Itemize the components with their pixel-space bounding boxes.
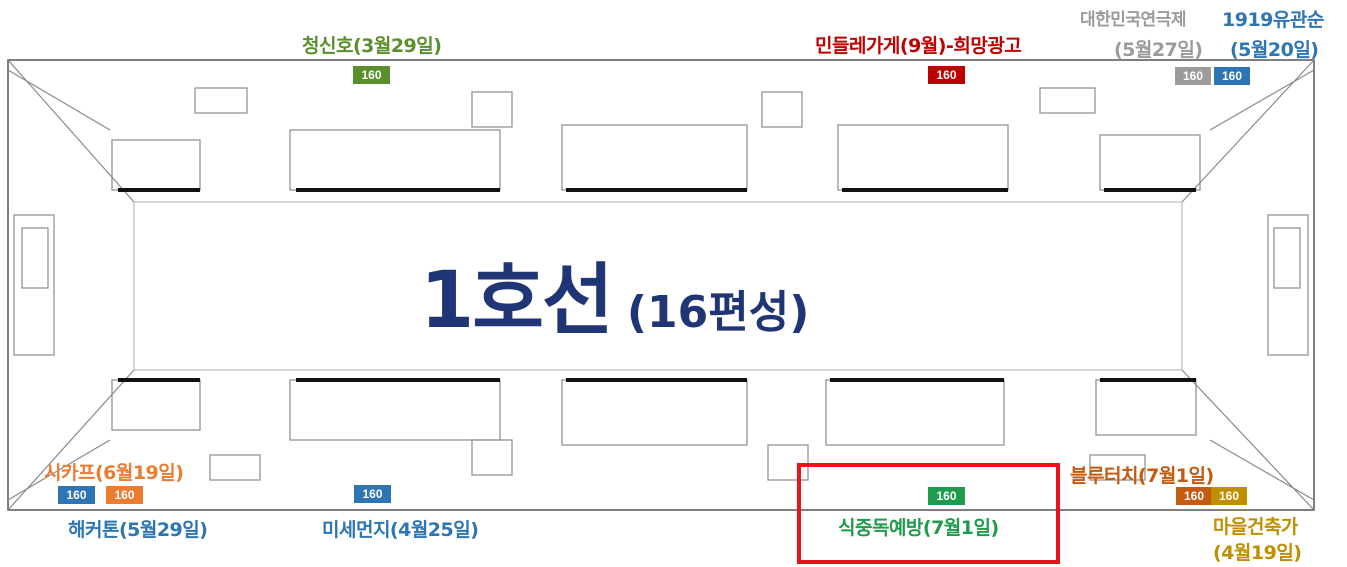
label-hackathon: 해커톤(5월29일) bbox=[68, 519, 208, 541]
label-fine-dust: 미세먼지(4월25일) bbox=[322, 519, 479, 541]
badge-cheongsinho: 160 bbox=[353, 66, 390, 84]
badge-1919: 160 bbox=[1214, 67, 1250, 85]
label-1919-name: 1919유관순 bbox=[1222, 9, 1324, 31]
badge-bluetouch: 160 bbox=[1176, 487, 1212, 505]
badge-food-poison: 160 bbox=[928, 487, 965, 505]
badge-korea-theater: 160 bbox=[1175, 67, 1211, 85]
highlight-box bbox=[797, 463, 1060, 564]
label-sikapeu: 시카프(6월19일) bbox=[44, 462, 184, 484]
label-korea-theater-name: 대한민국연극제 bbox=[1080, 10, 1186, 30]
label-mindeulle: 민들레가게(9월)-희망광고 bbox=[815, 35, 1022, 57]
badge-fine-dust: 160 bbox=[354, 485, 391, 503]
line-title: 1호선 (16편성) bbox=[420, 238, 809, 350]
badge-village: 160 bbox=[1211, 487, 1247, 505]
line-name: 1호선 bbox=[420, 256, 614, 346]
label-cheongsinho: 청신호(3월29일) bbox=[302, 35, 442, 57]
formation-count: (16편성) bbox=[626, 287, 810, 338]
badge-sikapeu: 160 bbox=[106, 486, 143, 504]
badge-hackathon: 160 bbox=[58, 486, 95, 504]
label-1919-date: (5월20일) bbox=[1230, 39, 1319, 61]
badge-mindeulle: 160 bbox=[928, 66, 965, 84]
label-korea-theater-date: (5월27일) bbox=[1114, 39, 1203, 61]
label-food-poison: 식중독예방(7월1일) bbox=[838, 517, 999, 539]
label-village-name: 마을건축가 bbox=[1213, 516, 1298, 538]
label-village-date: (4월19일) bbox=[1213, 542, 1302, 564]
label-bluetouch: 블루터치(7월1일) bbox=[1070, 465, 1214, 487]
